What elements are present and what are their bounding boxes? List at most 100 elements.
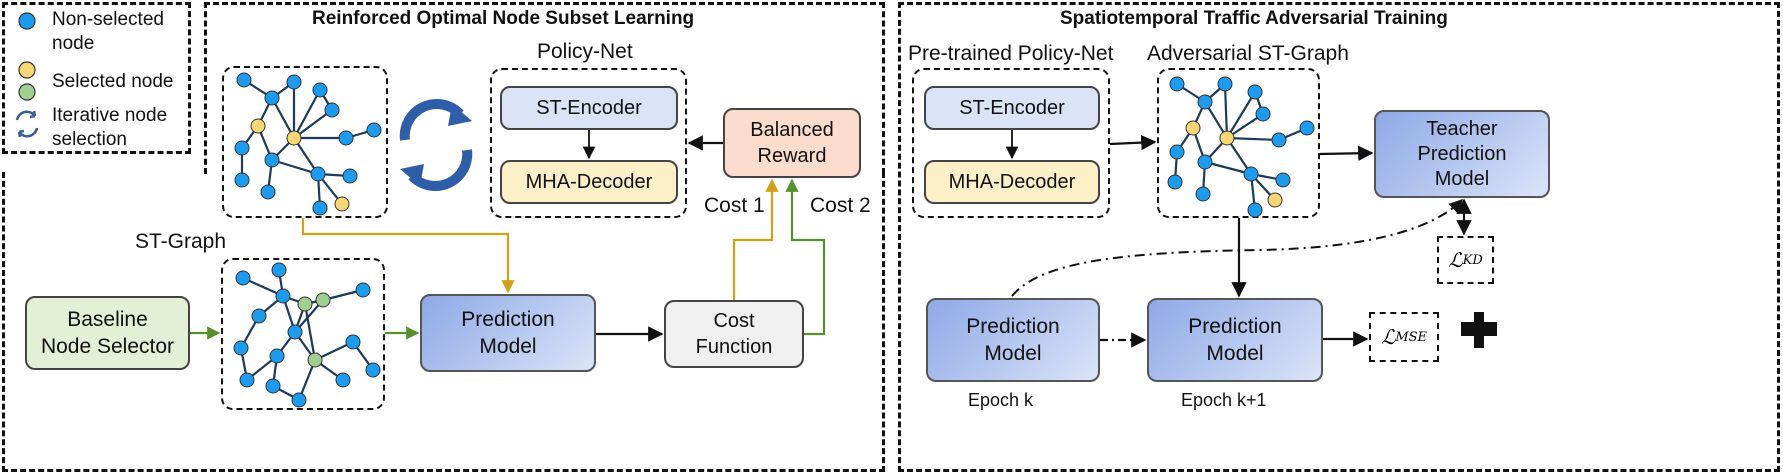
green-arrow-cost2 — [785, 178, 826, 336]
non-selected-node — [239, 372, 255, 388]
graph-edge — [293, 89, 321, 139]
selected-node — [307, 352, 323, 368]
prediction-model-box: Prediction Model — [420, 294, 596, 372]
non-selected-node — [1167, 174, 1183, 190]
arrow-policy-to-adversarial-graph — [1109, 134, 1157, 151]
non-selected-node — [286, 74, 302, 90]
iterative-cycle-icon — [399, 98, 473, 192]
left-panel-region — [204, 2, 885, 174]
graph-edge — [1226, 136, 1280, 142]
selected-node — [297, 296, 313, 312]
non-selected-node — [1275, 172, 1291, 188]
non-selected-node — [234, 140, 250, 156]
mha-decoder-box: MHA-Decoder — [500, 160, 678, 204]
non-selected-node — [235, 270, 251, 286]
non-selected-node — [1197, 154, 1213, 170]
non-selected-node — [264, 90, 280, 106]
graph-edge — [1204, 160, 1252, 176]
non-selected-node — [236, 72, 252, 88]
non-selected-node — [1299, 120, 1315, 136]
non-selected-node — [265, 378, 281, 394]
non-selected-node — [335, 372, 351, 388]
selected-node-graph — [234, 72, 382, 216]
non-selected-node — [269, 348, 285, 364]
cost1-label: Cost 1 — [704, 194, 765, 217]
pretrained-policy-net-label: Pre-trained Policy-Net — [908, 42, 1114, 65]
selected-node — [286, 130, 302, 146]
prediction-model-epoch-k-box: Prediction Model — [926, 298, 1100, 382]
st-graph-nodes — [233, 262, 381, 408]
non-selected-node — [355, 282, 371, 298]
loss-kd-subscript: KD — [1462, 252, 1483, 268]
cost2-label: Cost 2 — [810, 194, 871, 217]
adversarial-st-graph-label: Adversarial ST-Graph — [1147, 42, 1349, 65]
selected-node — [1219, 130, 1235, 146]
legend-icons — [15, 12, 39, 138]
non-selected-node — [1247, 202, 1263, 218]
dashdot-prediction-k-to-teacher — [1011, 199, 1463, 297]
graph-edge — [1223, 83, 1229, 139]
gold-arrow-graph-to-prediction — [301, 218, 515, 294]
graph-edge — [1226, 91, 1256, 139]
balanced-reward-box: Balanced Reward — [723, 108, 861, 178]
non-selected-node — [324, 102, 340, 118]
non-selected-node — [234, 172, 250, 188]
loss-mse-symbol: ℒ — [1380, 325, 1396, 349]
selected-node — [250, 118, 266, 134]
right-panel-region — [898, 2, 1780, 472]
non-selected-node — [1169, 144, 1185, 160]
legend-non-selected-label: Non-selected node — [52, 9, 164, 54]
arrow-graph-to-teacher — [1319, 145, 1374, 161]
legend-iterative-label: Iterative node selection — [52, 105, 168, 150]
st-graph-label: ST-Graph — [135, 230, 227, 253]
selected-node — [334, 196, 350, 212]
graph-edge — [303, 303, 317, 361]
non-selected-node — [365, 362, 381, 378]
non-selected-node — [342, 168, 358, 184]
adversarial-graph-nodes — [1167, 76, 1315, 218]
non-selected-node — [1217, 76, 1233, 92]
left-panel-title: Reinforced Optimal Node Subset Learning — [312, 8, 695, 29]
non-selected-node — [1247, 84, 1263, 100]
selected-node — [1267, 192, 1283, 208]
legend-refresh-icon — [15, 110, 39, 138]
non-selected-node — [312, 82, 328, 98]
non-selected-node — [264, 152, 280, 168]
left-connectors — [190, 130, 826, 342]
st-encoder-box: ST-Encoder — [500, 86, 678, 130]
epoch-k1-label: Epoch k+1 — [1181, 390, 1267, 410]
selected-node — [315, 292, 331, 308]
non-selected-node — [1243, 166, 1259, 182]
non-selected-node — [345, 334, 361, 350]
non-selected-node — [291, 392, 307, 408]
selected-graph-container — [222, 66, 388, 218]
graph-edge — [293, 109, 333, 139]
pretrained-st-encoder-box: ST-Encoder — [924, 86, 1100, 130]
right-panel-title: Spatiotemporal Traffic Adversarial Train… — [1060, 8, 1448, 29]
non-selected-node — [338, 130, 354, 146]
prediction-model-epoch-k1-box: Prediction Model — [1147, 298, 1323, 382]
cost-function-box: Cost Function — [664, 300, 804, 368]
non-selected-node — [233, 340, 249, 356]
non-selected-node — [1195, 186, 1211, 202]
non-selected-node — [1271, 132, 1287, 148]
legend-yellow-node-icon — [18, 61, 36, 79]
non-selected-node — [287, 324, 303, 340]
gold-arrow-cost1 — [732, 178, 779, 300]
right-connectors — [1005, 130, 1472, 348]
left-panel-lower-region — [2, 172, 885, 472]
policy-net-label: Policy-Net — [537, 40, 633, 63]
teacher-prediction-model-box: Teacher Prediction Model — [1374, 110, 1550, 198]
non-selected-node — [366, 122, 382, 138]
non-selected-node — [310, 166, 326, 182]
non-selected-node — [1169, 76, 1185, 92]
legend-green-node-icon — [18, 83, 36, 101]
loss-kd-symbol: ℒ — [1448, 248, 1463, 272]
non-selected-node — [312, 200, 328, 216]
non-selected-node — [271, 262, 287, 278]
epoch-k-label: Epoch k — [968, 390, 1034, 410]
non-selected-node — [1197, 94, 1213, 110]
